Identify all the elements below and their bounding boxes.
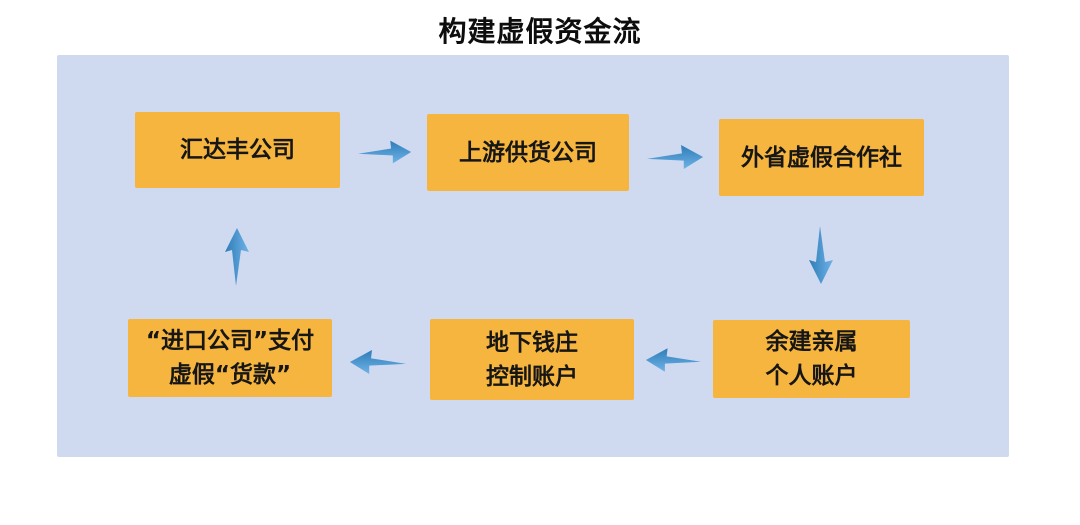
node-label-line2: 控制账户: [486, 363, 578, 390]
arrow-left-icon: [349, 348, 406, 376]
node-label-line2: 虚假“货款”: [168, 362, 292, 388]
arrow-right-icon: [647, 143, 704, 171]
node-label-line1: 地下钱庄: [486, 329, 578, 356]
arrow-left-icon: [645, 346, 701, 374]
diagram-title: 构建虚假资金流: [438, 15, 642, 48]
node-label-line2: 个人账户: [765, 363, 858, 389]
arrow-down-icon: [808, 226, 834, 286]
arrow-right-icon: [358, 138, 412, 166]
node-huidafeng-company: 汇达丰公司: [135, 112, 340, 188]
node-label: 汇达丰公司: [180, 137, 295, 163]
node-upstream-supplier: 上游供货公司: [427, 114, 629, 191]
node-import-company-payment: “进口公司”支付 虚假“货款”: [128, 319, 332, 397]
arrow-up-icon: [224, 226, 250, 286]
node-label: 外省虚假合作社: [741, 144, 902, 171]
node-underground-bank: 地下钱庄 控制账户: [430, 319, 634, 400]
node-label-line1: “进口公司”支付: [145, 328, 315, 354]
node-relatives-account: 余建亲属 个人账户: [713, 320, 910, 398]
node-label-line1: 余建亲属: [765, 329, 858, 355]
node-label: 上游供货公司: [459, 139, 597, 166]
node-fake-cooperative: 外省虚假合作社: [719, 119, 924, 196]
